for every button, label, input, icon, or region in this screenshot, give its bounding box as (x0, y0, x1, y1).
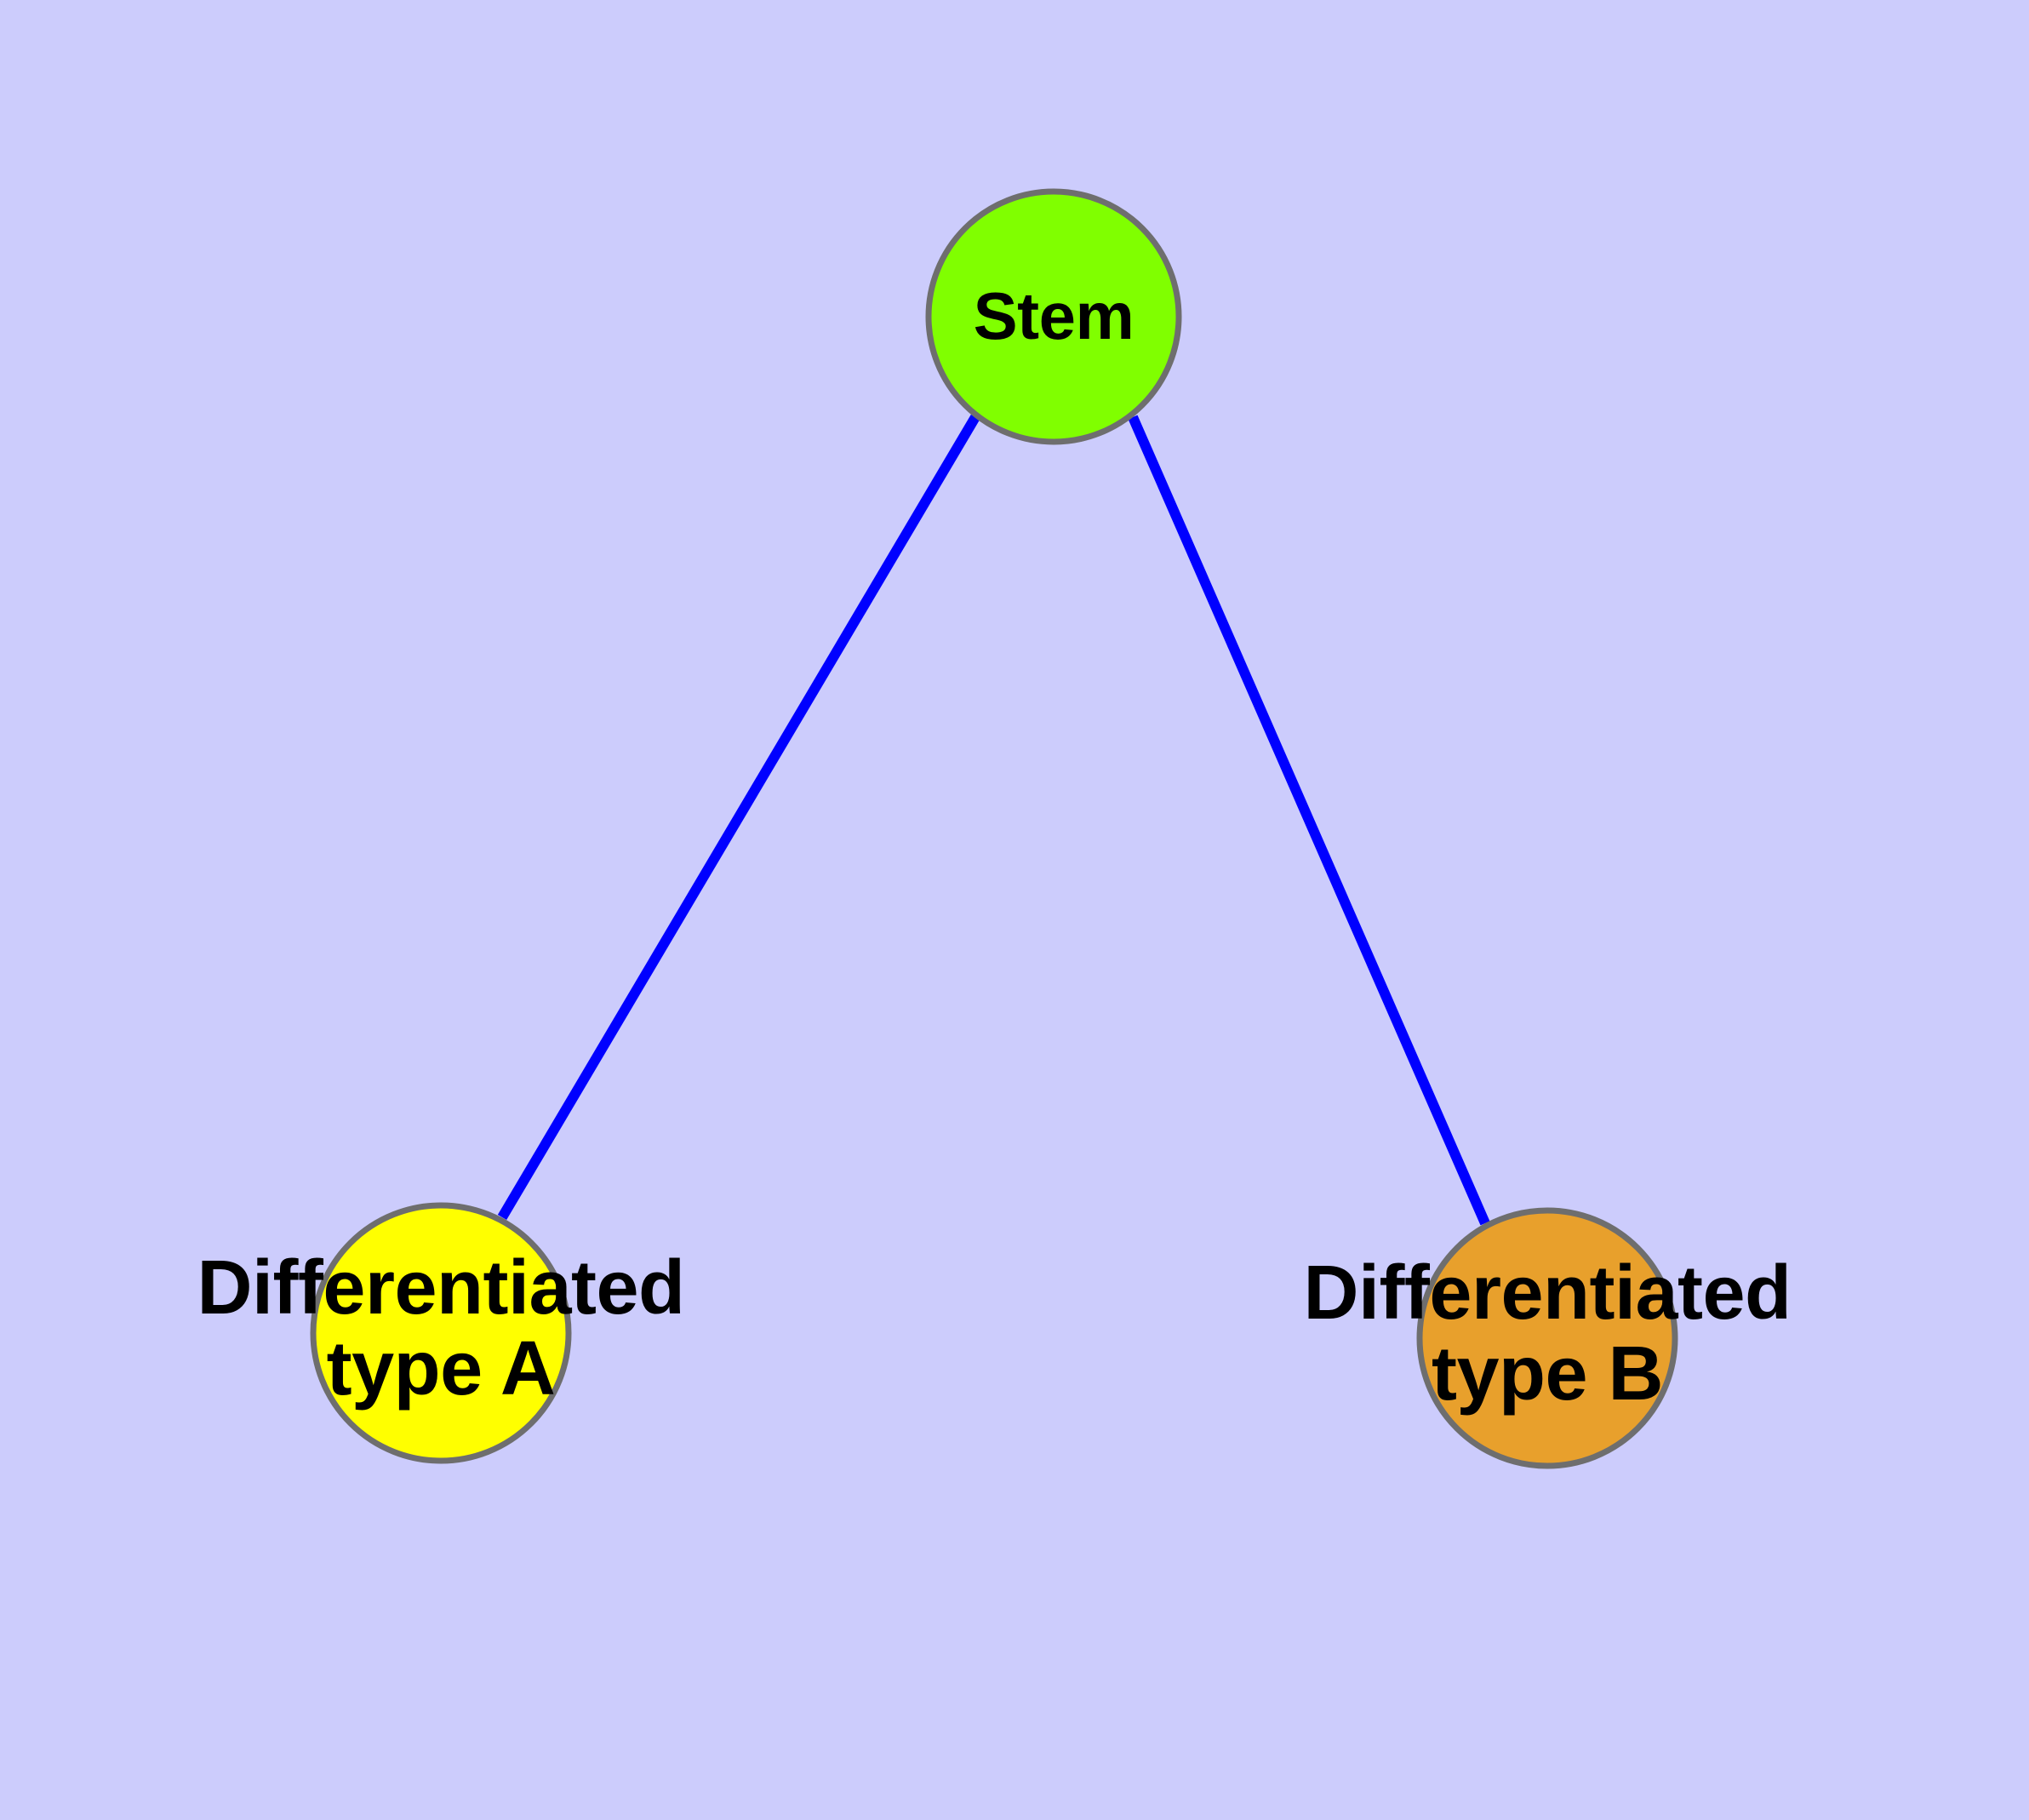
node-circle-stem[interactable] (925, 188, 1182, 445)
node-circle-diff-b[interactable] (1416, 1207, 1678, 1469)
edge-stem-to-diff-a[interactable] (497, 414, 980, 1221)
edge-stem-to-diff-b[interactable] (1128, 415, 1490, 1226)
node-circle-diff-a[interactable] (310, 1202, 572, 1464)
edge-layer (497, 414, 1490, 1226)
node-layer (310, 188, 1678, 1469)
